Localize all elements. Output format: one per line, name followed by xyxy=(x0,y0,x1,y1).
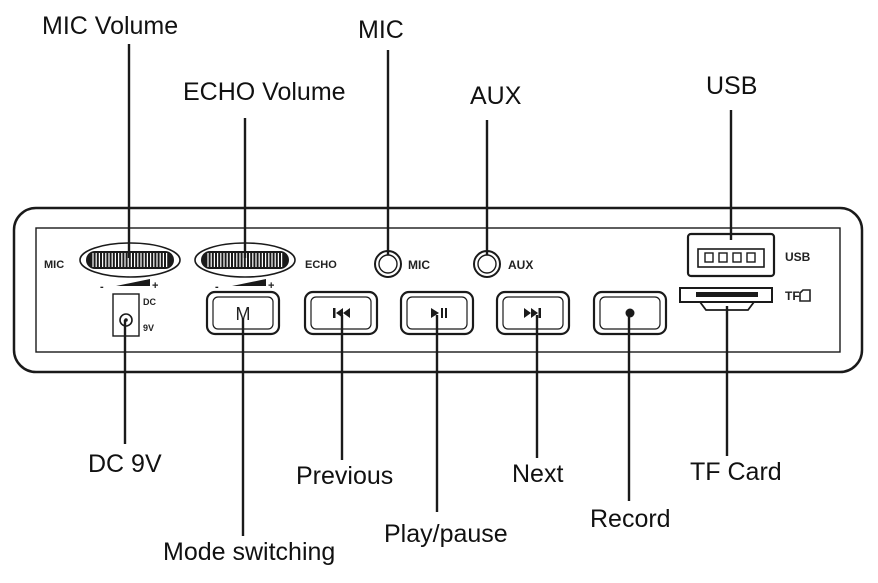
panel-dc-label: DC xyxy=(143,297,156,307)
mode-button-label: M xyxy=(236,304,251,324)
next-track-icon xyxy=(524,308,541,318)
panel-echo-label: ECHO xyxy=(305,259,337,271)
sd-card-icon xyxy=(799,289,811,302)
panel-tf-label: TF xyxy=(785,289,800,303)
usb-port[interactable] xyxy=(686,232,776,278)
callout-previous: Previous xyxy=(296,462,394,490)
echo-scale-minus: - xyxy=(215,281,219,293)
play-pause-icon xyxy=(431,308,447,318)
callout-play-pause: Play/pause xyxy=(384,520,508,548)
callout-tf-card: TF Card xyxy=(690,458,782,486)
callout-next: Next xyxy=(512,460,564,488)
echo-volume-knob[interactable] xyxy=(194,242,296,278)
aux-jack[interactable] xyxy=(473,250,501,278)
panel-mic-label: MIC xyxy=(44,259,64,271)
echo-volume-scale: - + xyxy=(215,279,274,293)
callout-mode-switching: Mode switching xyxy=(163,538,336,566)
mic-scale-minus: - xyxy=(100,281,104,293)
play-pause-button[interactable] xyxy=(399,290,475,336)
mic-scale-plus: + xyxy=(152,280,158,292)
mic-volume-scale: - + xyxy=(100,279,158,293)
callout-dc-9v: DC 9V xyxy=(88,450,162,478)
callout-aux: AUX xyxy=(470,82,522,110)
panel-usb-label: USB xyxy=(785,250,811,264)
callout-usb: USB xyxy=(706,72,758,100)
panel-mic-jack-label: MIC xyxy=(408,258,430,272)
callout-mic: MIC xyxy=(358,16,404,44)
callout-echo-volume: ECHO Volume xyxy=(183,78,346,106)
panel-9v-label: 9V xyxy=(143,323,154,333)
callout-record: Record xyxy=(590,505,671,533)
callout-mic-volume: MIC Volume xyxy=(42,12,179,40)
next-button[interactable] xyxy=(495,290,571,336)
panel-aux-jack-label: AUX xyxy=(508,258,533,272)
leader-lines xyxy=(123,44,733,536)
echo-scale-plus: + xyxy=(268,280,274,292)
mic-volume-knob[interactable] xyxy=(79,242,181,278)
